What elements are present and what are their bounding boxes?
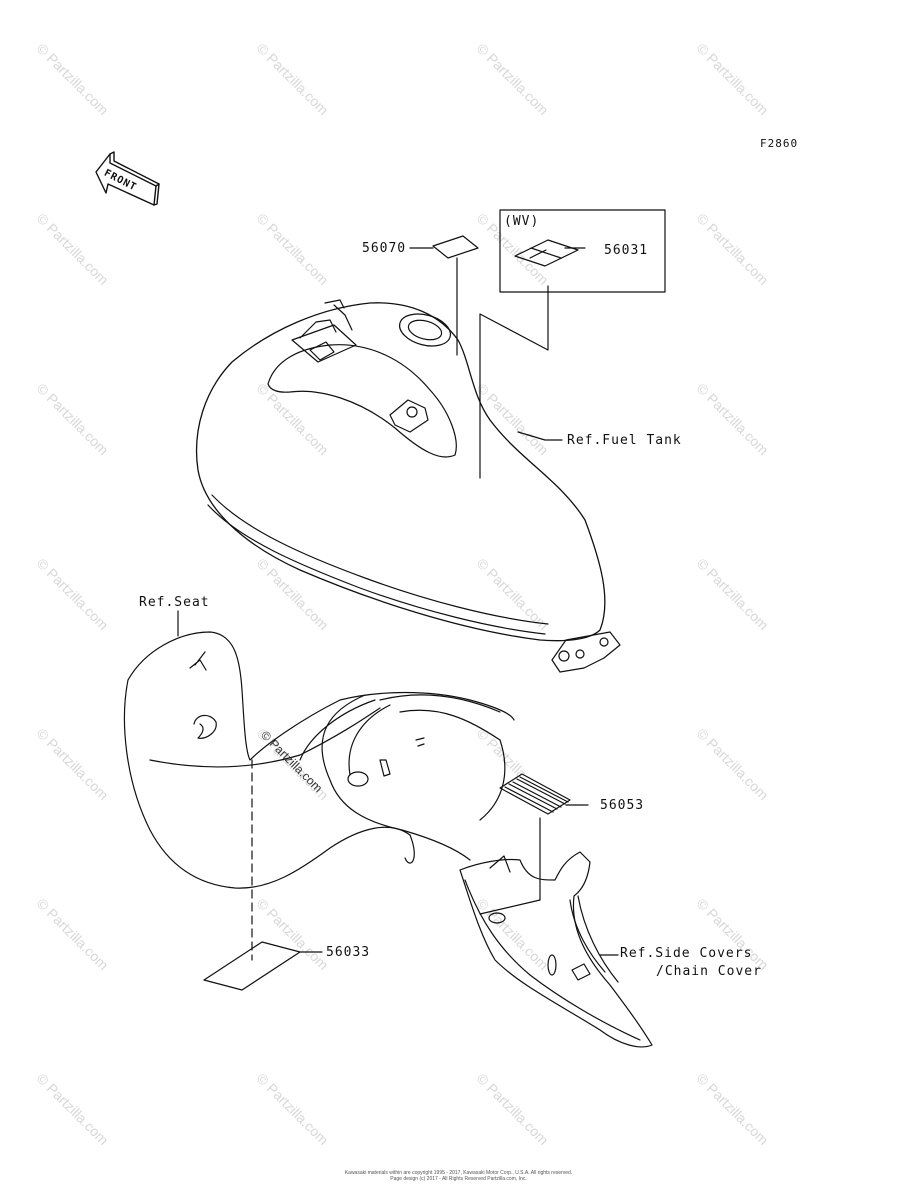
- side-cover-outline: [459, 851, 653, 1048]
- seat-outline: [123, 631, 515, 889]
- decal-56053-icon: [499, 773, 571, 815]
- ref-side-covers-label: Ref.Side Covers: [620, 946, 753, 961]
- part-number-56070: 56070: [362, 241, 407, 256]
- fuel-tank-outline: [195, 299, 621, 673]
- decal-56033-icon: [203, 941, 301, 991]
- front-arrow-icon: [95, 151, 160, 206]
- part-number-56033: 56033: [326, 945, 371, 960]
- part-number-56053: 56053: [600, 798, 645, 813]
- copyright-line-1: Kawasaki materials within are copyright …: [344, 1170, 573, 1176]
- variant-box: [499, 209, 666, 293]
- leader-lines: [177, 247, 619, 961]
- ref-chain-cover-label: /Chain Cover: [656, 964, 762, 979]
- ref-fuel-tank-label: Ref.Fuel Tank: [567, 433, 682, 448]
- ref-seat-label: Ref.Seat: [139, 595, 210, 610]
- part-number-56031: 56031: [604, 243, 649, 258]
- decal-56070-icon: [432, 235, 479, 259]
- copyright-line-2: Page design (c) 2017 - All Rights Reserv…: [390, 1176, 527, 1182]
- decal-56031-icon: [514, 239, 579, 267]
- variant-label: (WV): [504, 214, 540, 229]
- figure-code: F2860: [760, 137, 799, 150]
